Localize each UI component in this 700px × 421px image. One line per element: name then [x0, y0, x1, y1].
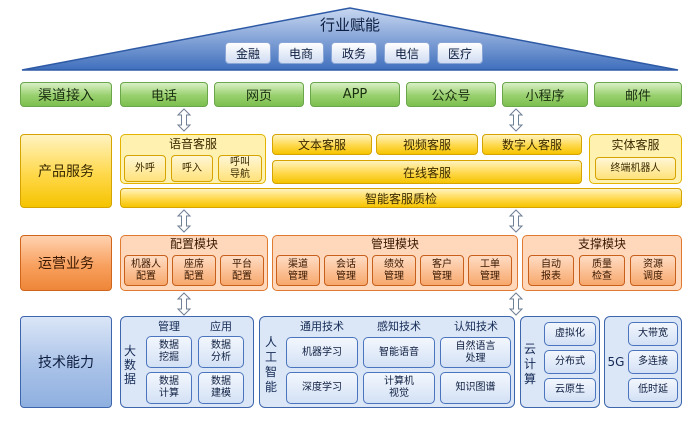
- low-latency: 低时延: [628, 378, 678, 402]
- channel-manage: 渠道 管理: [276, 255, 320, 286]
- channel-web: 网页: [214, 82, 304, 107]
- voice-outbound: 外呼: [124, 155, 166, 182]
- session-manage: 会话 管理: [324, 255, 368, 286]
- multi-connection: 多连接: [628, 350, 678, 374]
- channel-phone: 电话: [120, 82, 208, 107]
- digital-human-service: 数字人客服: [482, 134, 582, 155]
- physical-service-title: 实体客服: [611, 137, 660, 152]
- text-service: 文本客服: [272, 134, 372, 155]
- ai-perception-header: 感知技术: [377, 320, 421, 333]
- double-arrow-icon: [508, 108, 524, 132]
- double-arrow-icon: [508, 292, 524, 316]
- roof-triangle: [21, 7, 679, 71]
- double-arrow-icon: [508, 209, 524, 233]
- resource-schedule: 资源 调度: [630, 255, 676, 286]
- voice-inbound: 呼入: [171, 155, 213, 182]
- virtualization: 虚拟化: [544, 322, 596, 346]
- cloud-label: 云 计 算: [523, 341, 536, 386]
- intelligent-voice: 智能语音: [363, 337, 435, 368]
- voice-call-navigation: 呼叫 导航: [218, 155, 262, 182]
- industry-ecommerce: 电商: [278, 42, 324, 64]
- data-compute: 数据 计算: [146, 372, 192, 404]
- industry-government: 政务: [331, 42, 377, 64]
- ai-cognition-header: 认知技术: [454, 320, 498, 333]
- manage-module-title: 管理模块: [370, 237, 419, 251]
- channel-email: 邮件: [594, 82, 682, 107]
- data-analysis: 数据 分析: [198, 336, 244, 368]
- platform-config: 平台 配置: [220, 255, 264, 286]
- industry-medical: 医疗: [437, 42, 483, 64]
- online-service: 在线客服: [272, 160, 582, 184]
- robot-config: 机器人 配置: [124, 255, 168, 286]
- config-module-title: 配置模块: [169, 237, 218, 251]
- customer-manage: 客户 管理: [420, 255, 464, 286]
- data-modeling: 数据 建模: [198, 372, 244, 404]
- support-module-title: 支撑模块: [577, 237, 626, 251]
- distributed: 分布式: [544, 350, 596, 374]
- nlp: 自然语言 处理: [440, 337, 511, 368]
- bigdata-label: 大 数 据: [123, 344, 136, 386]
- auto-report: 自动 报表: [528, 255, 574, 286]
- industry-finance: 金融: [225, 42, 271, 64]
- knowledge-graph: 知识图谱: [440, 372, 511, 404]
- seat-config: 座席 配置: [172, 255, 216, 286]
- channel-label: 渠道接入: [20, 82, 112, 107]
- terminal-robot: 终端机器人: [595, 157, 676, 180]
- ticket-manage: 工单 管理: [468, 255, 512, 286]
- video-service: 视频客服: [376, 134, 478, 155]
- ai-general-header: 通用技术: [300, 320, 344, 333]
- quality-inspection: 智能客服质检: [120, 188, 682, 208]
- channel-app: APP: [310, 82, 400, 107]
- ai-label: 人 工 智 能: [264, 335, 277, 394]
- double-arrow-icon: [176, 209, 192, 233]
- bigdata-manage-header: 管理: [158, 320, 180, 333]
- double-arrow-icon: [176, 292, 192, 316]
- channel-mini-program: 小程序: [502, 82, 588, 107]
- product-label: 产品服务: [20, 134, 112, 208]
- roof-title: 行业赋能: [319, 15, 380, 34]
- performance-manage: 绩效 管理: [372, 255, 416, 286]
- ops-label: 运营业务: [20, 235, 112, 291]
- data-mining: 数据 挖掘: [146, 336, 192, 368]
- double-arrow-icon: [176, 108, 192, 132]
- quality-check: 质量 检查: [579, 255, 625, 286]
- 5g-label: 5G: [607, 355, 625, 369]
- computer-vision: 计算机 视觉: [363, 372, 435, 404]
- channel-official-account: 公众号: [406, 82, 496, 107]
- industry-telecom: 电信: [384, 42, 430, 64]
- bigdata-apply-header: 应用: [210, 320, 232, 333]
- cloud-native: 云原生: [544, 378, 596, 402]
- large-bandwidth: 大带宽: [628, 322, 678, 346]
- deep-learning: 深度学习: [286, 372, 358, 404]
- tech-label: 技术能力: [20, 316, 112, 408]
- machine-learning: 机器学习: [286, 337, 358, 368]
- voice-service-title: 语音客服: [168, 136, 217, 151]
